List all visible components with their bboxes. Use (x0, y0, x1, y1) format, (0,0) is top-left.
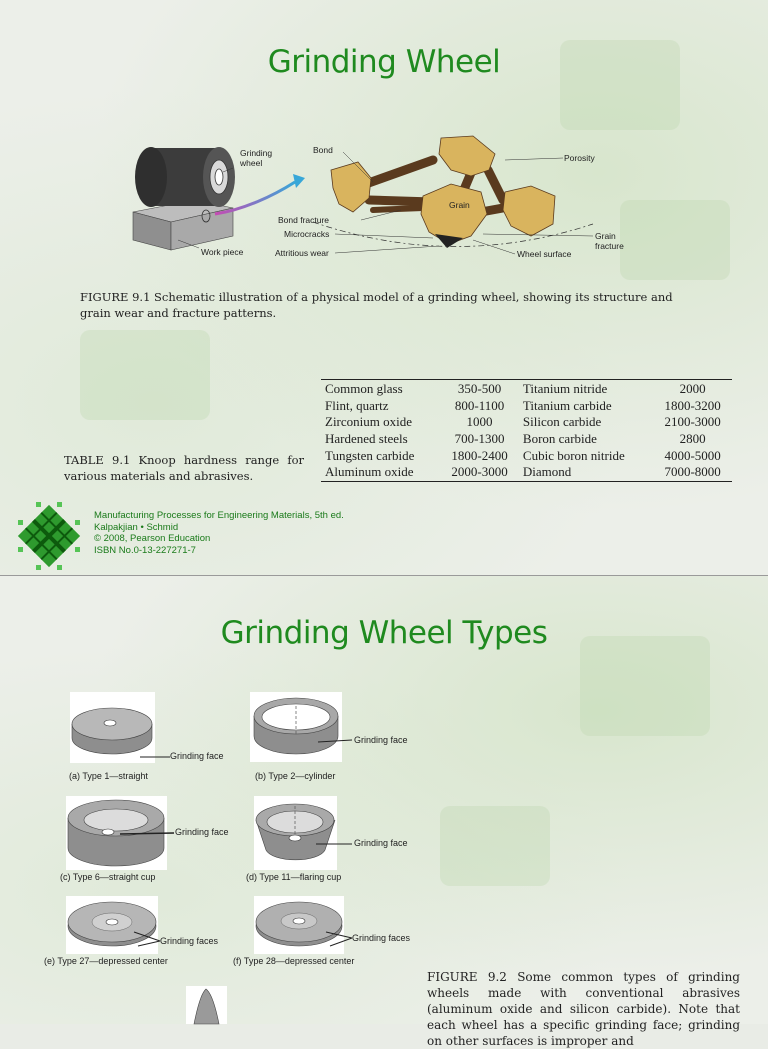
slide-grinding-wheel: Grinding Wheel (0, 0, 768, 576)
wheel-type-28-depressed-center (254, 896, 344, 954)
figure-9-1: Grinding wheel Work piece Bond Porosity … (132, 135, 633, 265)
wheel-type-2-cylinder (250, 692, 342, 762)
material-cell: Tungsten carbide (325, 447, 415, 463)
leader-line (133, 931, 161, 947)
table-row: Aluminum oxide 2000-3000 Diamond 7000-8000 (321, 464, 732, 481)
grinding-face-label: Grinding face (175, 827, 229, 837)
wheel-caption: (a) Type 1—straight (69, 771, 148, 781)
wheel-type-11-flaring-cup (254, 796, 337, 870)
flaring-cup-wheel-image (255, 803, 336, 861)
footer-credits: Manufacturing Processes for Engineering … (94, 510, 344, 556)
material-cell: Hardened steels (325, 431, 408, 447)
background-decoration (580, 636, 710, 736)
label-grain-fracture: Grain fracture (595, 231, 624, 251)
publisher-logo (17, 502, 81, 570)
figure-9-2-caption: FIGURE 9.2 Some common types of grinding… (427, 970, 740, 1048)
hardness-cell: 700-1300 (454, 431, 505, 447)
material-cell: Cubic boron nitride (522, 447, 625, 463)
footer-line: ISBN No.0-13-227271-7 (94, 544, 196, 556)
hardness-cell: 7000-8000 (664, 464, 721, 480)
straight-cup-wheel-image (67, 799, 165, 867)
label-grain: Grain (449, 200, 470, 210)
footer-line: Manufacturing Processes for Engineering … (94, 510, 344, 521)
material-cell: Titanium nitride (522, 381, 608, 397)
hardness-cell: 4000-5000 (664, 447, 721, 463)
label-bond: Bond (313, 145, 333, 155)
wheel-caption: (e) Type 27—depressed center (44, 956, 168, 966)
hardness-cell: 350-500 (457, 381, 502, 397)
hardness-cell: 2800 (679, 431, 706, 447)
material-cell: Titanium carbide (522, 397, 612, 413)
label-attritious-wear: Attritious wear (275, 248, 329, 258)
table-row: Common glass 350-500 Titanium nitride 2000 (321, 380, 732, 398)
hardness-cell: 1800-2400 (451, 447, 508, 463)
material-cell: Diamond (522, 464, 572, 480)
material-cell: Silicon carbide (522, 414, 602, 430)
label-work-piece: Work piece (201, 247, 244, 257)
depressed-center-wheel-image (255, 901, 343, 947)
leader-line (325, 931, 353, 947)
hardness-cell: 2000 (679, 381, 706, 397)
grinding-face-label: Grinding face (354, 838, 408, 848)
wheel-caption: (b) Type 2—cylinder (255, 771, 336, 781)
wheel-cone-partial (186, 986, 227, 1025)
material-cell: Flint, quartz (325, 397, 389, 413)
table-9-1-caption: TABLE 9.1 Knoop hardness range for vario… (64, 453, 304, 483)
grinding-face-label: Grinding face (170, 751, 224, 761)
table-row: Tungsten carbide 1800-2400 Cubic boron nit… (321, 447, 732, 464)
hardness-cell: 800-1100 (454, 397, 505, 413)
material-cell: Boron carbide (522, 431, 597, 447)
label-porosity: Porosity (564, 153, 595, 163)
table-row: Zirconium oxide 1000 Silicon carbide 2100-3… (321, 414, 732, 431)
wheel-type-1-straight (70, 692, 155, 763)
slide-grinding-wheel-types: Grinding Wheel Types Grinding face (a) T… (0, 576, 768, 1048)
background-decoration (560, 40, 680, 130)
straight-wheel-image (71, 707, 153, 755)
grinding-wheel-illustration (132, 135, 594, 255)
background-decoration (80, 330, 210, 420)
depressed-center-wheel-image (67, 901, 157, 947)
leader-line (119, 832, 175, 835)
figure-9-1-caption: FIGURE 9.1 Schematic illustration of a p… (80, 290, 673, 320)
footer-line: Kalpakjian • Schmid (94, 521, 179, 533)
table-row: Hardened steels 700-1300 Boron carbide 2800 (321, 431, 732, 448)
wheel-caption: (d) Type 11—flaring cup (246, 872, 342, 882)
hardness-cell: 1800-3200 (664, 397, 721, 413)
grinding-faces-label: Grinding faces (160, 936, 219, 946)
background-decoration (440, 806, 550, 886)
leader-line (316, 843, 352, 845)
wheel-type-27-depressed-center (66, 896, 158, 954)
label-grinding-wheel: Grinding wheel (240, 148, 273, 168)
leader-line (140, 756, 170, 758)
material-cell: Common glass (325, 381, 403, 397)
hardness-cell: 1000 (466, 414, 493, 430)
hardness-cell: 2000-3000 (451, 464, 508, 480)
footer-line: © 2008, Pearson Education (94, 533, 211, 544)
slide-title: Grinding Wheel (267, 44, 501, 80)
cone-wheel-image (193, 988, 220, 1025)
wheel-caption: (f) Type 28—depressed center (233, 956, 355, 966)
label-microcracks: Microcracks (284, 229, 330, 239)
grinding-face-label: Grinding face (354, 735, 408, 745)
table-row: Flint, quartz 800-1100 Titanium carbide 180… (321, 398, 732, 415)
cylinder-wheel-image (253, 697, 339, 755)
label-bond-fracture: Bond fracture (278, 215, 330, 225)
wheel-caption: (c) Type 6—straight cup (60, 872, 156, 882)
slide-title: Grinding Wheel Types (220, 615, 548, 651)
leader-line (317, 739, 353, 743)
material-cell: Zirconium oxide (325, 414, 413, 430)
hardness-cell: 2100-3000 (664, 414, 721, 430)
grinding-faces-label: Grinding faces (352, 933, 411, 943)
background-decoration (620, 200, 730, 280)
label-wheel-surface: Wheel surface (517, 249, 572, 259)
material-cell: Aluminum oxide (325, 464, 414, 480)
